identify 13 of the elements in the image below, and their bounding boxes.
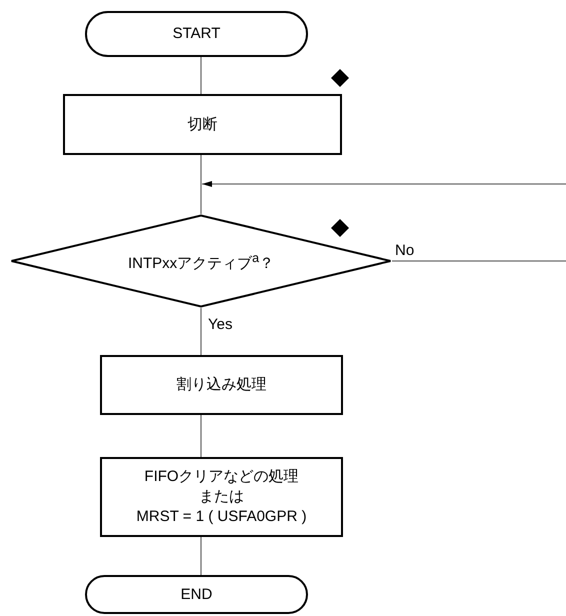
connector [392,260,566,262]
terminal-box: START [85,11,308,57]
connector [200,536,202,576]
connector [202,181,566,187]
decision-diamond: INTPxxアクティブ$^{a}$？ [10,214,392,308]
process-box: 切断 [63,94,342,155]
process-box: FIFOクリアなどの処理 または MRST = 1 ( USFA0GPR ) [100,457,343,537]
connector [200,154,202,214]
connector [200,414,202,458]
process-box: 割り込み処理 [100,355,343,415]
connector [200,308,202,356]
terminal-box: END [85,575,308,614]
connector [200,56,202,94]
